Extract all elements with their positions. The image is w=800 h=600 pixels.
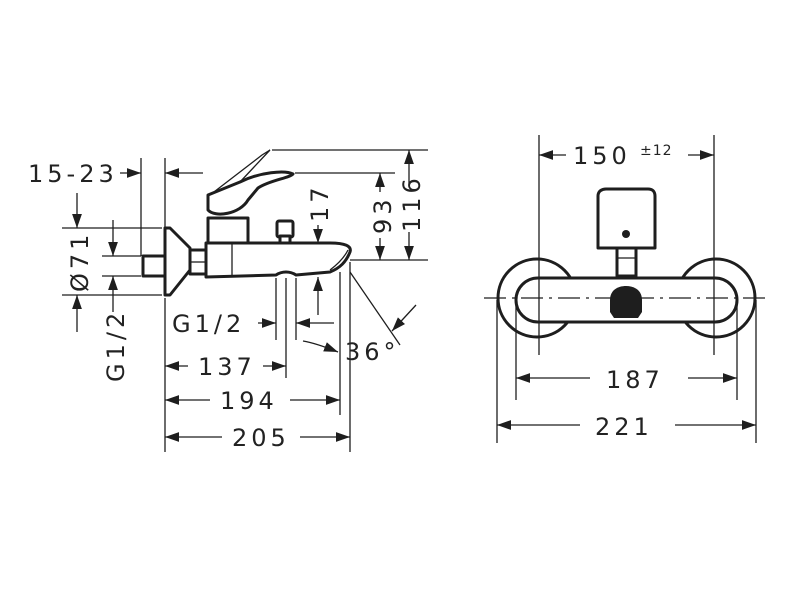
front-view-dimensions: 150 ±12 187 221 [496,135,757,443]
dim-body-width: 187 [606,366,664,394]
lever-neck [615,246,638,278]
dim-angle: 36° [345,338,400,366]
side-view-dimensions: 15-23 Ø71 G1/2 116 93 17 G1/2 [28,149,428,452]
dim-centers-tolerance: ±12 [640,143,673,159]
lever-handle [206,170,295,216]
dim-centers: 150 [573,142,631,170]
dim-length-194: 194 [220,387,278,415]
dim-length-137: 137 [198,353,256,381]
lever-indicator-dot [622,230,630,238]
dim-rosette-diameter: Ø71 [66,231,94,292]
dim-spout-height: 17 [306,183,334,222]
lever-raised-outline [209,149,271,196]
lever-front [596,187,657,250]
dim-wall-depth: 15-23 [28,160,118,188]
outlet-nozzle [610,286,642,318]
dim-overall-width: 221 [595,413,653,441]
dim-inlet-thread: G1/2 [102,309,130,382]
front-view-faucet [484,187,770,339]
dim-height-116: 116 [398,174,426,232]
dim-length-205: 205 [232,424,290,452]
rosette [163,226,192,297]
dim-outlet-thread: G1/2 [172,310,245,338]
handle-base [206,216,250,246]
spout-body [204,241,352,279]
inlet-fitting [141,254,167,278]
side-view-faucet [141,149,352,297]
dim-height-93: 93 [369,195,397,234]
